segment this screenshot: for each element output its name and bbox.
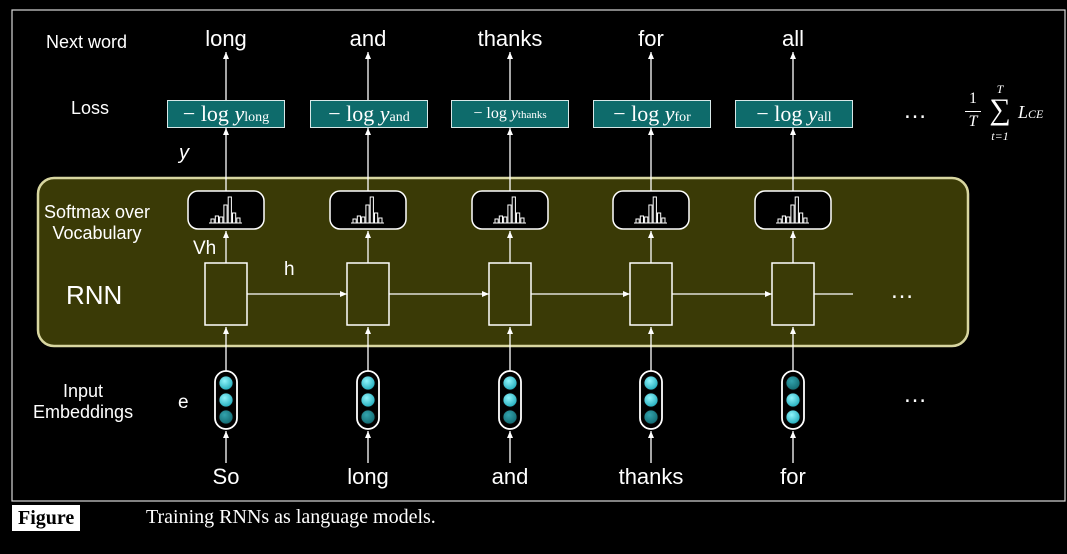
diagram-structure [187, 52, 853, 463]
embedding-dim-2-3 [360, 409, 376, 425]
e-label: e [178, 392, 189, 413]
next-word-2: and [349, 26, 387, 51]
embedding-dim-5-2 [785, 392, 801, 408]
vh-label: Vh [193, 238, 217, 259]
embedding-dim-1-2 [218, 392, 234, 408]
embedding-dim-5-3 [785, 409, 801, 425]
embedding-dim-1-3 [218, 409, 234, 425]
input-word-5: for [780, 464, 806, 489]
embedding-dim-4-1 [643, 375, 659, 391]
figure-frame [11, 9, 1066, 502]
input-word-4: thanks [618, 464, 684, 489]
embedding-dim-1-1 [218, 375, 234, 391]
loss-box-5: − log yall [735, 100, 853, 128]
rnn-cell-2 [346, 262, 390, 326]
next-word-4: for [638, 26, 664, 51]
softmax-box-4 [612, 190, 690, 230]
average-loss-formula: 1 T T ∑ t=1 LCE [960, 82, 1060, 150]
next-word-row-label: Next word [46, 32, 128, 52]
figure-number: Figure 9.6 [12, 505, 81, 553]
rnn-cell-5 [771, 262, 815, 326]
embedding-dim-2-1 [360, 375, 376, 391]
softmax-row-label: Softmax over Vocabulary [44, 202, 151, 243]
next-word-5: all [781, 26, 804, 51]
input-word-3: and [491, 464, 529, 489]
loss-row-label: Loss [71, 98, 110, 118]
input-word-2: long [347, 464, 389, 489]
h-label: h [284, 259, 295, 280]
softmax-box-2 [329, 190, 407, 230]
embedding-dim-3-1 [502, 375, 518, 391]
embedding-dim-3-2 [502, 392, 518, 408]
softmax-box-5 [754, 190, 832, 230]
embedding-dim-5-1 [785, 375, 801, 391]
rnn-row-label: RNN [66, 280, 123, 310]
softmax-box-1 [187, 190, 265, 230]
loss-box-2: − log yand [310, 100, 428, 128]
caption-text: Training RNNs as language models. [146, 506, 436, 528]
embedding-ellipsis: … [903, 381, 927, 408]
embedding-dim-3-3 [502, 409, 518, 425]
rnn-ellipsis: … [890, 277, 914, 304]
loss-box-3: − log ythanks [451, 100, 569, 128]
rnn-cell-1 [204, 262, 248, 326]
input-embeddings-row-label: Input Embeddings [33, 381, 134, 422]
embedding-dim-4-3 [643, 409, 659, 425]
next-word-3: thanks [477, 26, 543, 51]
next-word-1: long [205, 26, 247, 51]
rnn-cell-4 [629, 262, 673, 326]
loss-ellipsis: … [903, 97, 927, 124]
loss-box-1: − log ylong [167, 100, 285, 128]
loss-box-4: − log yfor [593, 100, 711, 128]
y-label: y [179, 142, 189, 164]
diagram-canvas [11, 9, 1066, 502]
rnn-cell-3 [488, 262, 532, 326]
rnn-panel [36, 176, 970, 348]
embedding-dim-2-2 [360, 392, 376, 408]
embedding-dim-4-2 [643, 392, 659, 408]
softmax-box-3 [471, 190, 549, 230]
input-word-1: So [212, 464, 240, 489]
